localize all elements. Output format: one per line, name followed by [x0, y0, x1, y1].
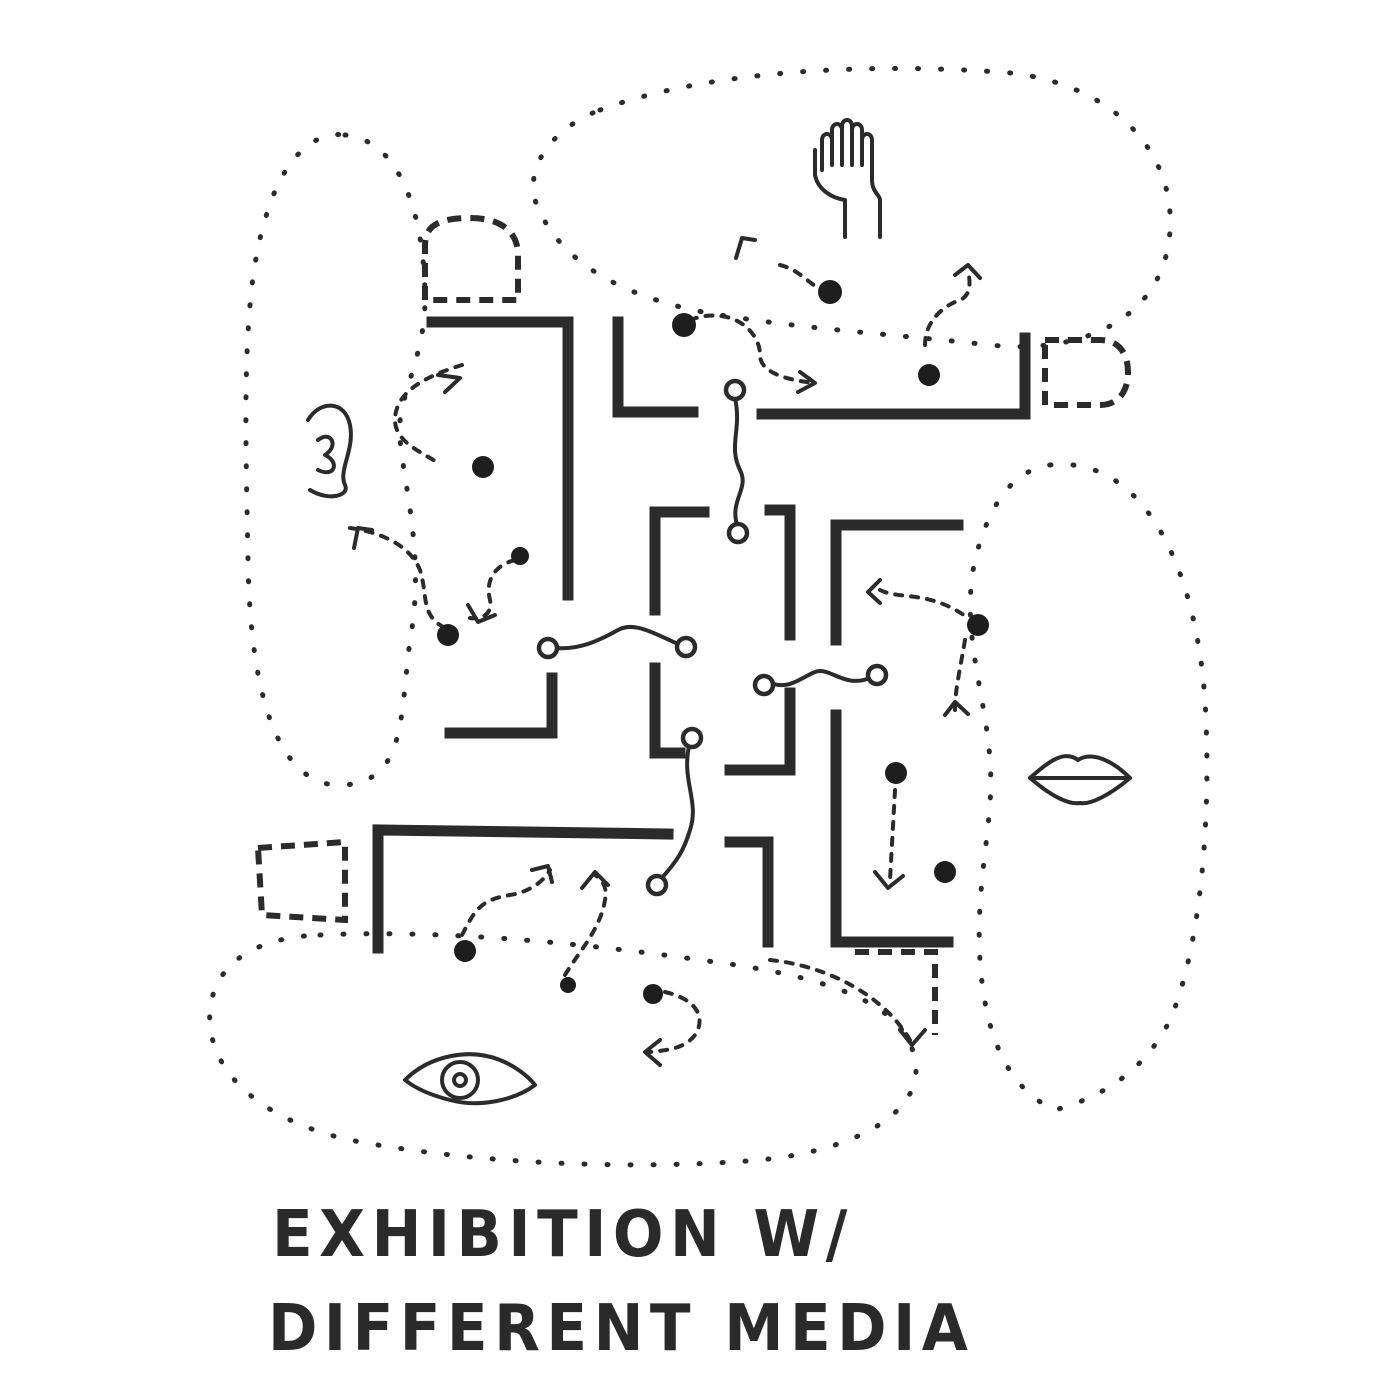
dashed-block-top-left — [422, 214, 521, 303]
wall-center-room-left — [649, 506, 710, 616]
movement-path — [888, 788, 897, 882]
movement-path — [393, 363, 464, 467]
door-node — [674, 635, 698, 659]
movement-path — [778, 263, 824, 292]
wall-center-room-right-lower — [724, 687, 796, 776]
movement-path — [953, 638, 967, 712]
caption-line-1: EXHIBITION W/ — [272, 1198, 854, 1272]
arrowhead-icon — [436, 373, 462, 394]
arrowhead-icon — [873, 870, 905, 890]
touch-zone-boundary — [530, 65, 1173, 350]
wall-right-room-lower — [830, 709, 954, 948]
visitor-dot — [437, 624, 459, 646]
visitor-dot — [934, 861, 956, 883]
arrowhead-icon — [796, 370, 817, 394]
arrowhead-icon — [898, 1028, 927, 1047]
movement-path — [688, 313, 817, 385]
arrowhead-icon — [866, 578, 882, 605]
arrowhead-icon — [943, 700, 970, 717]
door-node — [726, 521, 750, 545]
eye-icon — [403, 1052, 537, 1106]
start-markers — [352, 236, 757, 550]
movement-paths — [348, 263, 982, 1067]
door-node — [752, 673, 776, 697]
door-node — [723, 378, 747, 402]
dashed-block-bottom-right — [855, 949, 938, 1035]
taste-zone-boundary — [967, 461, 1210, 1113]
dashed-block-bottom-left — [254, 838, 348, 924]
wall-top-right — [756, 332, 1031, 420]
walls — [372, 316, 1031, 954]
movement-path — [468, 558, 517, 621]
movement-path — [563, 873, 608, 977]
movement-path — [460, 868, 552, 937]
door-node — [865, 663, 889, 687]
visitor-dot — [672, 313, 696, 337]
wall-right-room — [830, 519, 964, 646]
arrowhead-icon — [466, 603, 497, 624]
wall-bottom-room — [372, 824, 674, 954]
visitor-dot — [818, 280, 842, 304]
sight-zone-boundary — [207, 931, 919, 1168]
door-node — [680, 726, 704, 750]
door-node — [645, 873, 669, 897]
movement-path — [648, 990, 702, 1054]
start-marker-icon — [734, 236, 757, 260]
movement-path — [923, 268, 972, 347]
wall-top-center — [612, 316, 699, 418]
visitor-dot — [472, 456, 494, 478]
zone-boundaries — [207, 65, 1210, 1168]
arrowhead-icon — [953, 263, 982, 280]
wall-bottom-room-right — [724, 836, 774, 948]
hand-icon — [813, 118, 882, 239]
visitor-dot — [511, 547, 529, 565]
ear-icon — [306, 403, 353, 499]
door-node — [536, 636, 560, 660]
visitor-dot — [560, 977, 576, 993]
connector-right — [768, 669, 874, 688]
wall-left-lower — [444, 672, 558, 739]
visitor-dot — [885, 762, 907, 784]
doorway-connectors — [536, 378, 889, 897]
visitor-dot — [918, 364, 940, 386]
wall-top-left-room — [426, 316, 574, 601]
visitor-dot — [967, 614, 989, 636]
movement-path — [348, 526, 447, 630]
connector-bottom — [658, 740, 695, 882]
connector-top — [732, 396, 745, 530]
lips-icon — [1028, 754, 1132, 806]
visitor-dots — [437, 280, 989, 1004]
arrowhead-icon — [643, 1038, 662, 1067]
arrowhead-icon — [580, 870, 610, 890]
caption-line-2: DIFFERENT MEDIA — [268, 1292, 975, 1366]
wall-center-room-left-lower — [649, 662, 686, 759]
dashed-block-right — [1042, 337, 1132, 408]
wall-center-room-right — [764, 504, 796, 641]
movement-path — [768, 958, 912, 1042]
arrowhead-icon — [530, 864, 554, 884]
hearing-zone-boundary — [243, 132, 428, 788]
movement-path — [878, 588, 970, 620]
visitor-dot — [643, 984, 663, 1004]
connector-left — [554, 624, 682, 651]
visitor-dot — [454, 940, 476, 962]
start-marker-icon — [352, 526, 374, 550]
furniture-blocks — [254, 214, 1132, 1035]
